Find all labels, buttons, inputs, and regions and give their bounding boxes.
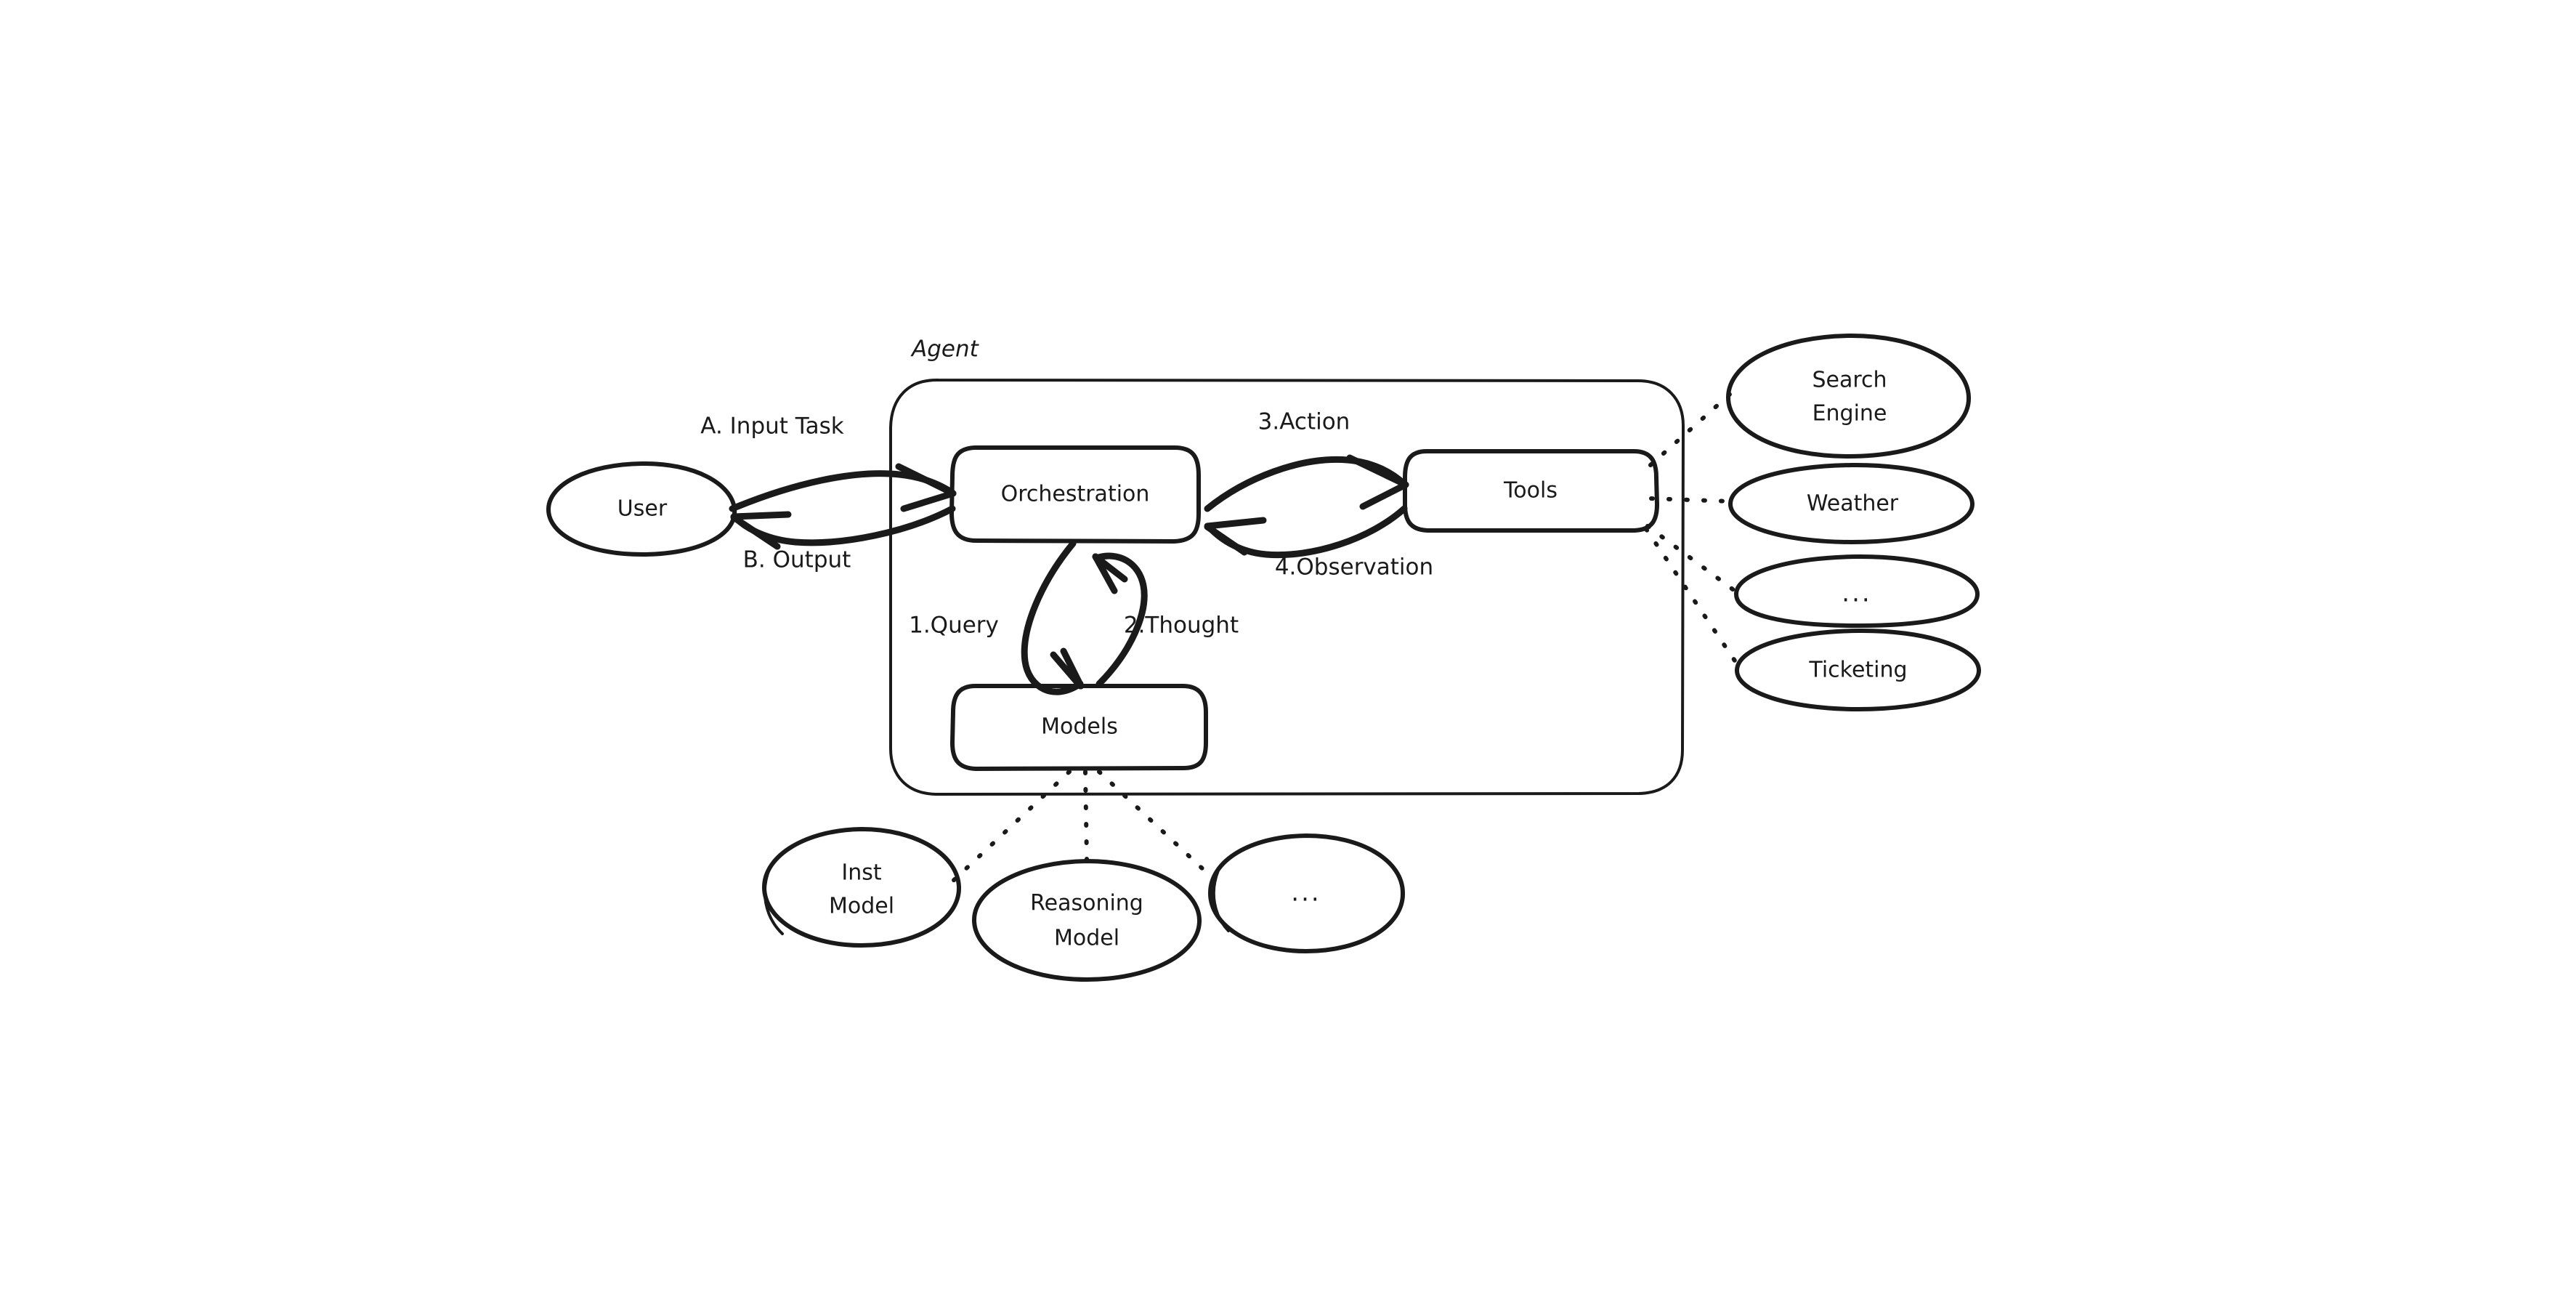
model-node-more-models[interactable]: ... xyxy=(1208,833,1406,953)
tool-connector-ticketing xyxy=(1644,527,1741,669)
node-models-label: Models xyxy=(1041,714,1118,740)
edge-1-query-label: 1.Query xyxy=(909,613,999,639)
model-node-reasoning-model[interactable]: Reasoning Model xyxy=(972,859,1202,982)
model-node-inst-model-label-line2: Model xyxy=(829,894,894,919)
node-user-label: User xyxy=(617,496,668,522)
edge-3-action: 3.Action xyxy=(1204,409,1409,512)
node-orchestration[interactable]: Orchestration xyxy=(949,445,1201,544)
model-node-more-models-label: ... xyxy=(1291,879,1321,908)
tool-node-weather[interactable]: Weather xyxy=(1728,462,1975,544)
edge-3-action-label: 3.Action xyxy=(1258,409,1350,435)
node-models[interactable]: Models xyxy=(950,684,1208,771)
tool-connector-weather xyxy=(1649,496,1733,504)
edge-a-input-task: A. Input Task xyxy=(700,413,957,512)
model-node-reasoning-model-label-line1: Reasoning xyxy=(1030,891,1143,916)
tool-node-search-engine-label-line2: Engine xyxy=(1812,401,1887,427)
tool-node-search-engine[interactable]: Search Engine xyxy=(1725,333,1972,459)
edge-4-observation: 4.Observation xyxy=(1204,505,1433,581)
model-connector-reasoning-model xyxy=(1083,770,1089,861)
edge-2-thought: 2.Thought xyxy=(1092,552,1239,687)
agent-group-container: Agent xyxy=(889,336,1685,796)
edge-b-output-label: B. Output xyxy=(743,547,851,573)
node-tools-label: Tools xyxy=(1503,478,1558,504)
tool-node-ticketing-label: Ticketing xyxy=(1808,658,1907,683)
tool-connector-more-tools xyxy=(1645,524,1740,595)
node-orchestration-label: Orchestration xyxy=(1001,482,1150,507)
model-node-reasoning-model-label-line2: Model xyxy=(1054,926,1119,951)
edge-a-input-task-label: A. Input Task xyxy=(700,413,843,440)
tool-connector-search-engine xyxy=(1648,390,1734,467)
tool-node-weather-label-line1: Weather xyxy=(1807,491,1899,517)
tool-connectors xyxy=(1644,390,1741,669)
edge-4-observation-label: 4.Observation xyxy=(1275,554,1433,581)
edge-2-thought-label: 2.Thought xyxy=(1124,613,1239,639)
edge-b-output: B. Output xyxy=(730,505,956,573)
agent-group-label: Agent xyxy=(910,336,980,363)
node-tools[interactable]: Tools xyxy=(1403,449,1659,533)
model-node-inst-model[interactable]: Inst Model xyxy=(762,827,962,948)
tool-node-more-tools[interactable]: ... xyxy=(1733,554,1980,628)
model-node-inst-model-label-line1: Inst xyxy=(841,860,881,886)
edge-1-query: 1.Query xyxy=(909,540,1085,695)
node-user[interactable]: User xyxy=(546,461,737,557)
model-connectors xyxy=(949,770,1218,884)
tool-node-search-engine-label-line1: Search xyxy=(1812,368,1887,393)
tool-node-more-tools-label: ... xyxy=(1842,579,1871,608)
tool-node-ticketing[interactable]: Ticketing xyxy=(1734,628,1982,711)
